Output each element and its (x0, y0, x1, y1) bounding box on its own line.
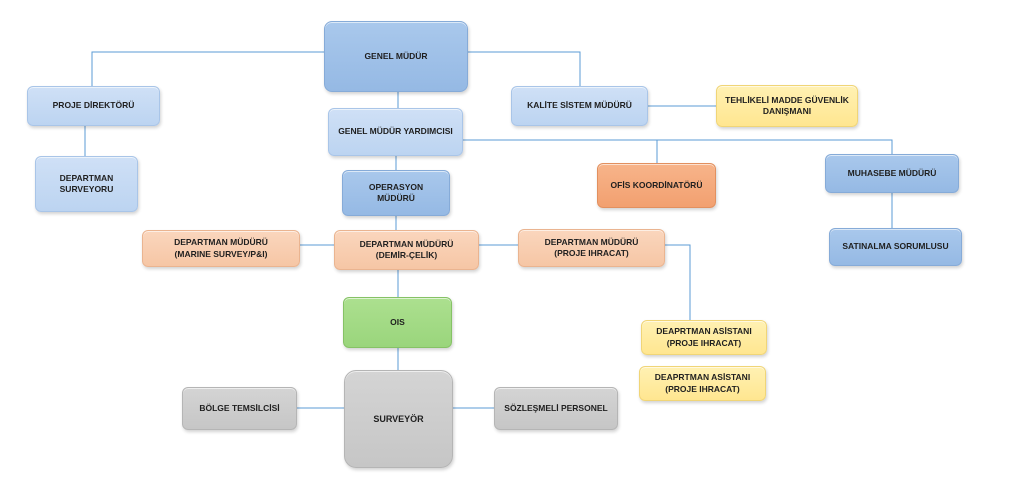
node-departman-asistani-1: DEAPRTMAN ASİSTANI (PROJE IHRACAT) (641, 320, 767, 355)
node-genel-mudur-yardimcisi: GENEL MÜDÜR YARDIMCISI (328, 108, 463, 156)
connector-gm-kalite (467, 51, 581, 86)
node-departman-muduru-demir-celik: DEPARTMAN MÜDÜRÜ (DEMİR-ÇELİK) (334, 230, 479, 270)
node-departman-muduru-proje-ihracat: DEPARTMAN MÜDÜRÜ (PROJE IHRACAT) (518, 229, 665, 267)
node-ofis-koordinatoru: OFİS KOORDİNATÖRÜ (597, 163, 716, 208)
node-ois: OIS (343, 297, 452, 348)
node-departman-muduru-marine: DEPARTMAN MÜDÜRÜ (MARINE SURVEY/P&I) (142, 230, 300, 267)
node-kalite-sistem-muduru: KALİTE SİSTEM MÜDÜRÜ (511, 86, 648, 126)
node-departman-surveyoru: DEPARTMAN SURVEYORU (35, 156, 138, 212)
node-satinalma-sorumlusu: SATINALMA SORUMLUSU (829, 228, 962, 266)
node-sozlesmeli-personel: SÖZLEŞMELİ PERSONEL (494, 387, 618, 430)
node-proje-direktoru: PROJE DİREKTÖRÜ (27, 86, 160, 126)
node-tehlikeli-madde-guvenlik-danismani: TEHLİKELİ MADDE GÜVENLİK DANIŞMANI (716, 85, 858, 127)
node-muhasebe-muduru: MUHASEBE MÜDÜRÜ (825, 154, 959, 193)
node-bolge-temsilcisi: BÖLGE TEMSİLCİSİ (182, 387, 297, 430)
node-departman-asistani-2: DEAPRTMAN ASİSTANI (PROJE IHRACAT) (639, 366, 766, 401)
connector-group (84, 51, 893, 409)
node-surveyor: SURVEYÖR (344, 370, 453, 468)
connector-yardimci-muhasebe (463, 139, 893, 154)
node-genel-mudur: GENEL MÜDÜR (324, 21, 468, 92)
connector-proje-asistan (665, 244, 691, 320)
node-operasyon-muduru: OPERASYON MÜDÜRÜ (342, 170, 450, 216)
connector-gm-proje (91, 51, 325, 86)
